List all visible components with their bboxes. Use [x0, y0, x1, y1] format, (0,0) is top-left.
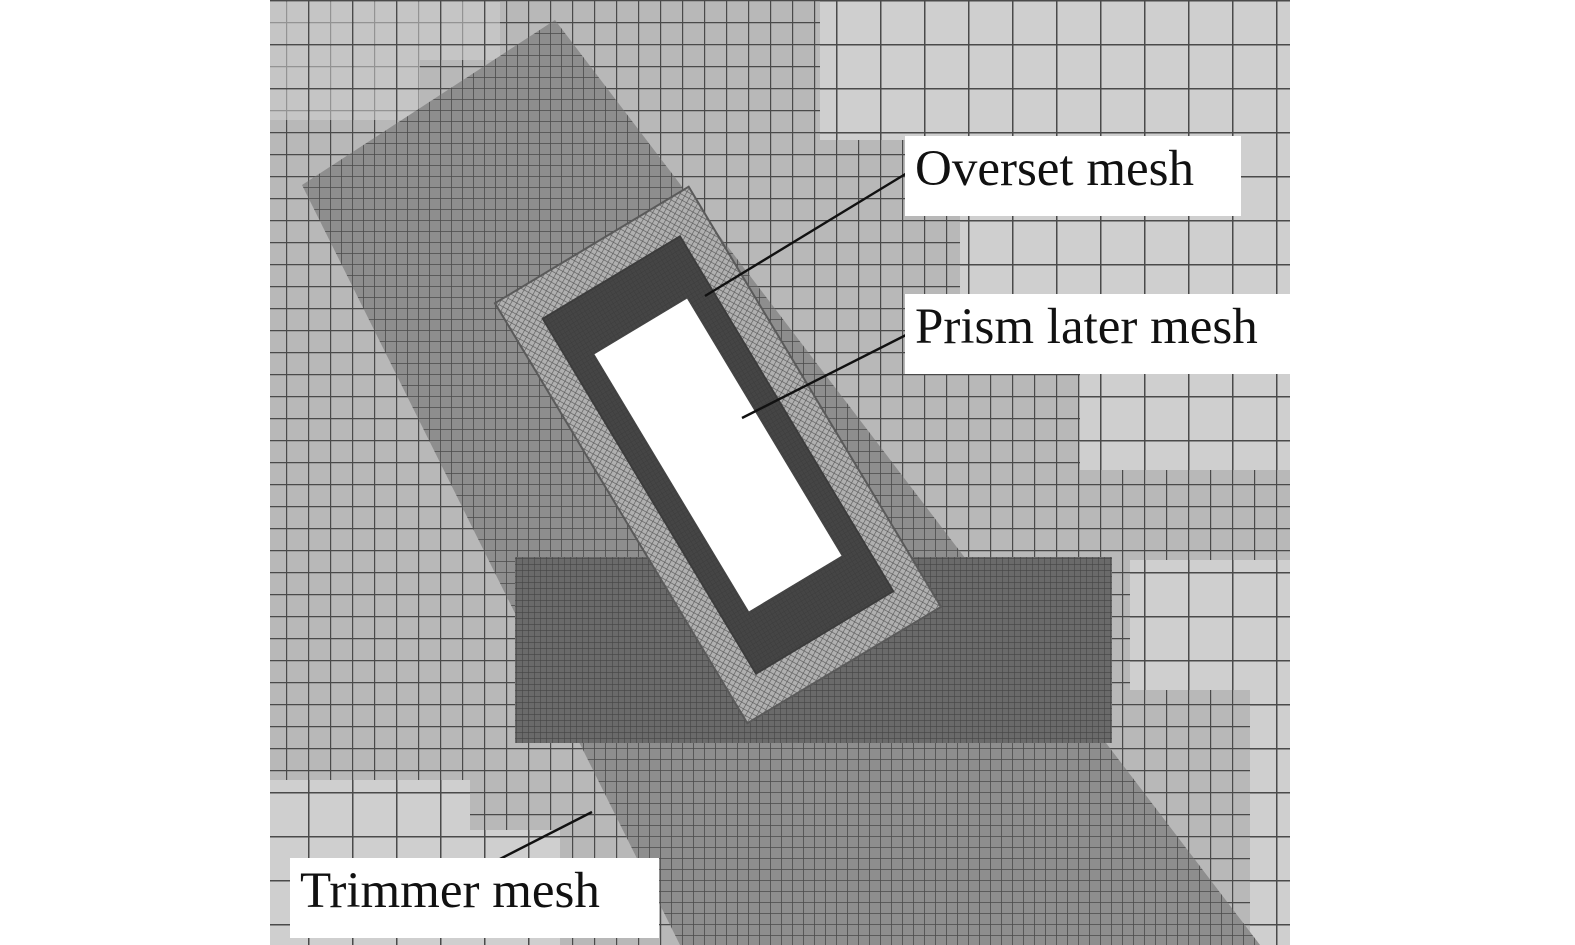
overset-mesh-region	[493, 185, 943, 725]
trimmer-leader-line	[497, 810, 593, 862]
overset-mesh-text: Overset mesh	[915, 141, 1195, 197]
trimmer-mesh-label: Trimmer mesh	[290, 858, 659, 938]
prism-layer-mesh-label: Prism later mesh	[905, 294, 1309, 374]
overset-mesh-label: Overset mesh	[905, 136, 1241, 216]
overset-leader-line	[704, 168, 913, 298]
prism-leader-line	[741, 333, 907, 420]
prism-layer-mesh-text: Prism later mesh	[915, 299, 1258, 355]
trimmer-mesh-text: Trimmer mesh	[300, 863, 600, 919]
